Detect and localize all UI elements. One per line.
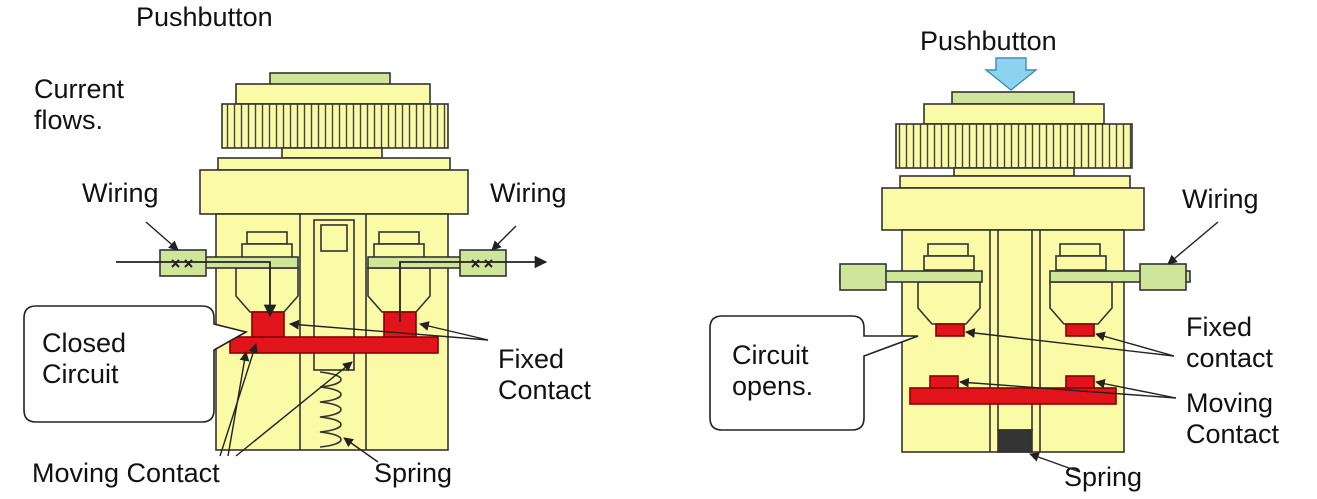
spring-label-left: Spring <box>374 458 453 488</box>
closed-circuit-callout <box>23 305 249 423</box>
moving-contact-label-left: Moving Contact <box>32 458 220 488</box>
closed-circuit-label: Closed Circuit <box>42 328 127 389</box>
current-flow-arrows <box>116 255 548 322</box>
wiring-label-left: Wiring <box>82 178 159 208</box>
push-down-arrow <box>984 57 1038 91</box>
fixed-contact-label-left: Fixed Contact <box>498 344 592 405</box>
pushbutton-label-left: Pushbutton <box>136 2 273 32</box>
terminal-right-right <box>1049 281 1113 325</box>
wiring-label-right: Wiring <box>1182 184 1259 214</box>
fixed-contact-label-right: Fixed contact <box>1186 312 1274 373</box>
wiring-block-right <box>459 249 507 277</box>
circuit-opens-label: Circuit opens. <box>732 340 814 401</box>
knurled-ring <box>221 103 449 149</box>
spring-right <box>997 429 1033 453</box>
knurled-ring-right <box>895 123 1133 169</box>
pushbutton-label-right: Pushbutton <box>920 26 1057 56</box>
wiring-block-right-right <box>1139 263 1187 291</box>
terminal-left <box>235 267 299 313</box>
spring <box>319 371 342 448</box>
wiring-block-left <box>159 249 207 277</box>
pushbutton-cap-right <box>951 91 1075 105</box>
pushbutton-cap <box>269 72 391 86</box>
circuit-opens-callout <box>709 315 919 431</box>
terminal-left-right <box>917 281 981 325</box>
moving-contact-label-right: Moving Contact <box>1186 388 1280 449</box>
switch-collar-right <box>881 187 1145 231</box>
button-top <box>235 83 431 105</box>
switch-collar <box>199 169 469 215</box>
terminal-right <box>367 267 431 313</box>
open-switch-diagram <box>839 91 1191 453</box>
spring-label-right: Spring <box>1064 462 1143 492</box>
closed-switch-diagram <box>159 72 507 451</box>
current-flows-label: Current flows. <box>34 74 125 135</box>
wiring-block-left-right <box>839 263 887 291</box>
open-contacts <box>909 323 1117 405</box>
wiring-label-left-right: Wiring <box>490 178 567 208</box>
